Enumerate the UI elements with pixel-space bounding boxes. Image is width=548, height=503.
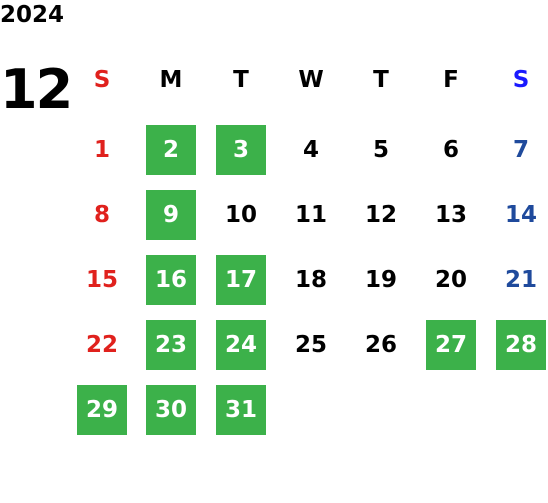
day-cell-21[interactable]: 21 (504, 267, 537, 293)
day-cell-28[interactable]: 28 (496, 320, 546, 370)
day-cell-26[interactable]: 26 (364, 332, 397, 358)
weekday-header-sat: S (512, 67, 530, 93)
weekday-header-fri: F (443, 67, 459, 93)
day-cell-2[interactable]: 2 (146, 125, 196, 175)
day-cell-3[interactable]: 3 (216, 125, 266, 175)
day-cell-22[interactable]: 22 (85, 332, 118, 358)
day-cell-15[interactable]: 15 (85, 267, 118, 293)
day-cell-27[interactable]: 27 (426, 320, 476, 370)
weekday-header-thu: T (373, 67, 389, 93)
weekday-header-wed: W (298, 67, 324, 93)
day-cell-18[interactable]: 18 (294, 267, 327, 293)
day-cell-29[interactable]: 29 (77, 385, 127, 435)
day-cell-20[interactable]: 20 (434, 267, 467, 293)
day-cell-6[interactable]: 6 (442, 137, 459, 163)
year-label: 2024 (0, 2, 65, 28)
weekday-header-sun: S (93, 67, 111, 93)
day-cell-17[interactable]: 17 (216, 255, 266, 305)
day-cell-1[interactable]: 1 (93, 137, 110, 163)
day-cell-11[interactable]: 11 (294, 202, 327, 228)
day-cell-31[interactable]: 31 (216, 385, 266, 435)
weekday-header-tue: T (233, 67, 249, 93)
day-cell-7[interactable]: 7 (512, 137, 529, 163)
day-cell-12[interactable]: 12 (364, 202, 397, 228)
day-cell-13[interactable]: 13 (434, 202, 467, 228)
day-cell-30[interactable]: 30 (146, 385, 196, 435)
day-cell-4[interactable]: 4 (302, 137, 319, 163)
day-cell-19[interactable]: 19 (364, 267, 397, 293)
day-cell-10[interactable]: 10 (224, 202, 257, 228)
month-number: 12 (0, 58, 73, 121)
day-cell-25[interactable]: 25 (294, 332, 327, 358)
day-cell-5[interactable]: 5 (372, 137, 389, 163)
day-cell-16[interactable]: 16 (146, 255, 196, 305)
day-cell-14[interactable]: 14 (504, 202, 537, 228)
day-cell-8[interactable]: 8 (93, 202, 110, 228)
day-cell-24[interactable]: 24 (216, 320, 266, 370)
weekday-header-mon: M (159, 67, 183, 93)
day-cell-23[interactable]: 23 (146, 320, 196, 370)
day-cell-9[interactable]: 9 (146, 190, 196, 240)
